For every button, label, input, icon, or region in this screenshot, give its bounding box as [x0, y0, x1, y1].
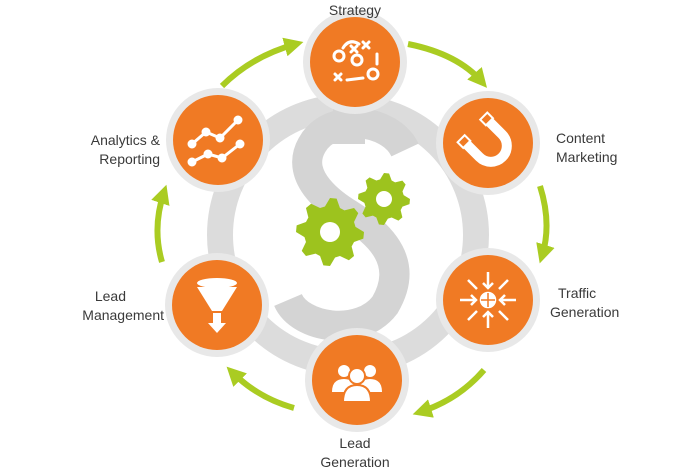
arrow-content-to-traffic: [536, 185, 555, 264]
arrow-traffic-to-leadgen: [412, 368, 487, 418]
arrow-leadmgmt-to-analytics: [151, 184, 170, 263]
step-strategy: [303, 10, 407, 114]
step-lead-management: [165, 253, 269, 357]
step-label-line: Lead: [339, 435, 371, 451]
step-label-lead-management: Lead Management: [54, 287, 164, 325]
step-label-line: Management: [82, 307, 164, 323]
arrow-strategy-to-content: [407, 41, 488, 88]
step-content-marketing: [436, 91, 540, 195]
step-label-line: Generation: [320, 454, 390, 470]
step-label-line: Strategy: [328, 2, 382, 18]
step-label-line: Content: [556, 130, 606, 146]
line-chart-icon: [187, 115, 245, 167]
people-group-icon: [332, 365, 382, 403]
cycle-arrows: [151, 37, 555, 418]
step-label-line: Traffic: [558, 285, 597, 301]
step-label-content-marketing: Content Marketing: [556, 129, 666, 167]
step-label-line: Generation: [550, 304, 620, 320]
step-label-analytics-reporting: Analytics & Reporting: [50, 131, 160, 169]
magnet-icon: [456, 111, 512, 167]
funnel-icon: [197, 278, 237, 333]
step-traffic-generation: [436, 248, 540, 352]
gear-hole: [376, 191, 392, 207]
inbound-traffic-icon: [460, 272, 516, 328]
step-label-line: Analytics &: [90, 132, 160, 148]
gear-hole: [320, 222, 340, 242]
arrow-leadgen-to-leadmgmt: [226, 366, 295, 411]
step-label-line: Reporting: [99, 151, 160, 167]
step-lead-generation: [305, 328, 409, 432]
gears-icon: [296, 173, 410, 266]
step-label-traffic-generation: Traffic Generation: [550, 284, 660, 322]
step-label-lead-generation: Lead Generation: [300, 434, 410, 472]
step-analytics-reporting: [166, 88, 270, 192]
step-label-line: Marketing: [556, 149, 618, 165]
arrow-analytics-to-strategy: [219, 37, 304, 89]
step-label-line: Lead: [94, 288, 126, 304]
strategy-play-icon: [332, 40, 380, 82]
step-label-strategy: Strategy: [300, 1, 410, 20]
